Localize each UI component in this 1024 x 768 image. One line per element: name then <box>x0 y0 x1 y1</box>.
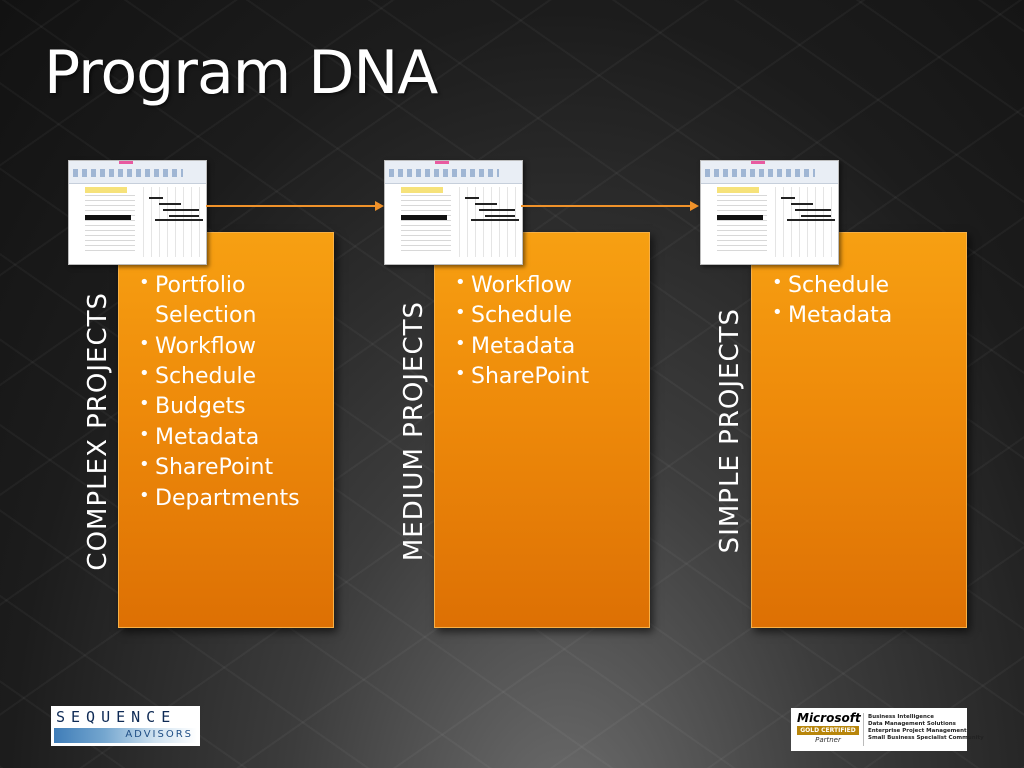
sequence-advisors-logo: SEQUENCE ADVISORS <box>51 706 200 746</box>
bullet-list: Portfolio Selection Workflow Schedule Bu… <box>119 233 333 514</box>
bullet-item: Departments <box>139 484 323 514</box>
bullet-item: Portfolio Selection <box>139 271 323 332</box>
column-simple-projects: SIMPLE PROJECTS Schedule Metadata <box>700 160 1000 640</box>
column-label: COMPLEX PROJECTS <box>83 291 113 571</box>
orange-box: Workflow Schedule Metadata SharePoint <box>434 232 650 628</box>
spreadsheet-thumbnail-icon <box>68 160 207 265</box>
bullet-item: Workflow <box>139 332 323 362</box>
column-label: SIMPLE PROJECTS <box>715 308 745 554</box>
column-medium-projects: MEDIUM PROJECTS Workflow Schedule Metada… <box>384 160 684 640</box>
page-title: Program DNA <box>44 38 438 108</box>
competency-item: Enterprise Project Management <box>868 728 967 734</box>
bullet-item: Budgets <box>139 392 323 422</box>
arrow-right-icon <box>206 201 384 211</box>
bullet-item: SharePoint <box>455 362 639 392</box>
gold-certified-badge: GOLD CERTIFIED <box>797 726 859 735</box>
bullet-list: Schedule Metadata <box>752 233 966 332</box>
microsoft-wordmark: Microsoft <box>797 711 861 725</box>
bullet-list: Workflow Schedule Metadata SharePoint <box>435 233 649 392</box>
column-label: MEDIUM PROJECTS <box>399 300 429 562</box>
partner-label: Partner <box>815 736 841 744</box>
spreadsheet-thumbnail-icon <box>384 160 523 265</box>
competency-item: Small Business Specialist Community <box>868 735 984 741</box>
bullet-item: Schedule <box>139 362 323 392</box>
bullet-item: Metadata <box>455 332 639 362</box>
bullet-item: SharePoint <box>139 453 323 483</box>
logo-subtitle: ADVISORS <box>125 729 193 740</box>
logo-name: SEQUENCE <box>56 708 177 726</box>
divider <box>863 713 864 746</box>
bullet-item: Metadata <box>139 423 323 453</box>
bullet-item: Metadata <box>772 301 956 331</box>
orange-box: Schedule Metadata <box>751 232 967 628</box>
logo-bar: ADVISORS <box>54 728 197 743</box>
bullet-item: Schedule <box>772 271 956 301</box>
orange-box: Portfolio Selection Workflow Schedule Bu… <box>118 232 334 628</box>
competency-list: Business Intelligence Data Management So… <box>868 714 984 742</box>
bullet-item: Schedule <box>455 301 639 331</box>
competency-item: Data Management Solutions <box>868 721 956 727</box>
arrow-right-icon <box>521 201 699 211</box>
microsoft-partner-logo: Microsoft GOLD CERTIFIED Partner Busines… <box>791 708 984 751</box>
spreadsheet-thumbnail-icon <box>700 160 839 265</box>
competency-item: Business Intelligence <box>868 714 934 720</box>
bullet-item: Workflow <box>455 271 639 301</box>
column-complex-projects: COMPLEX PROJECTS Portfolio Selection Wor… <box>68 160 368 640</box>
